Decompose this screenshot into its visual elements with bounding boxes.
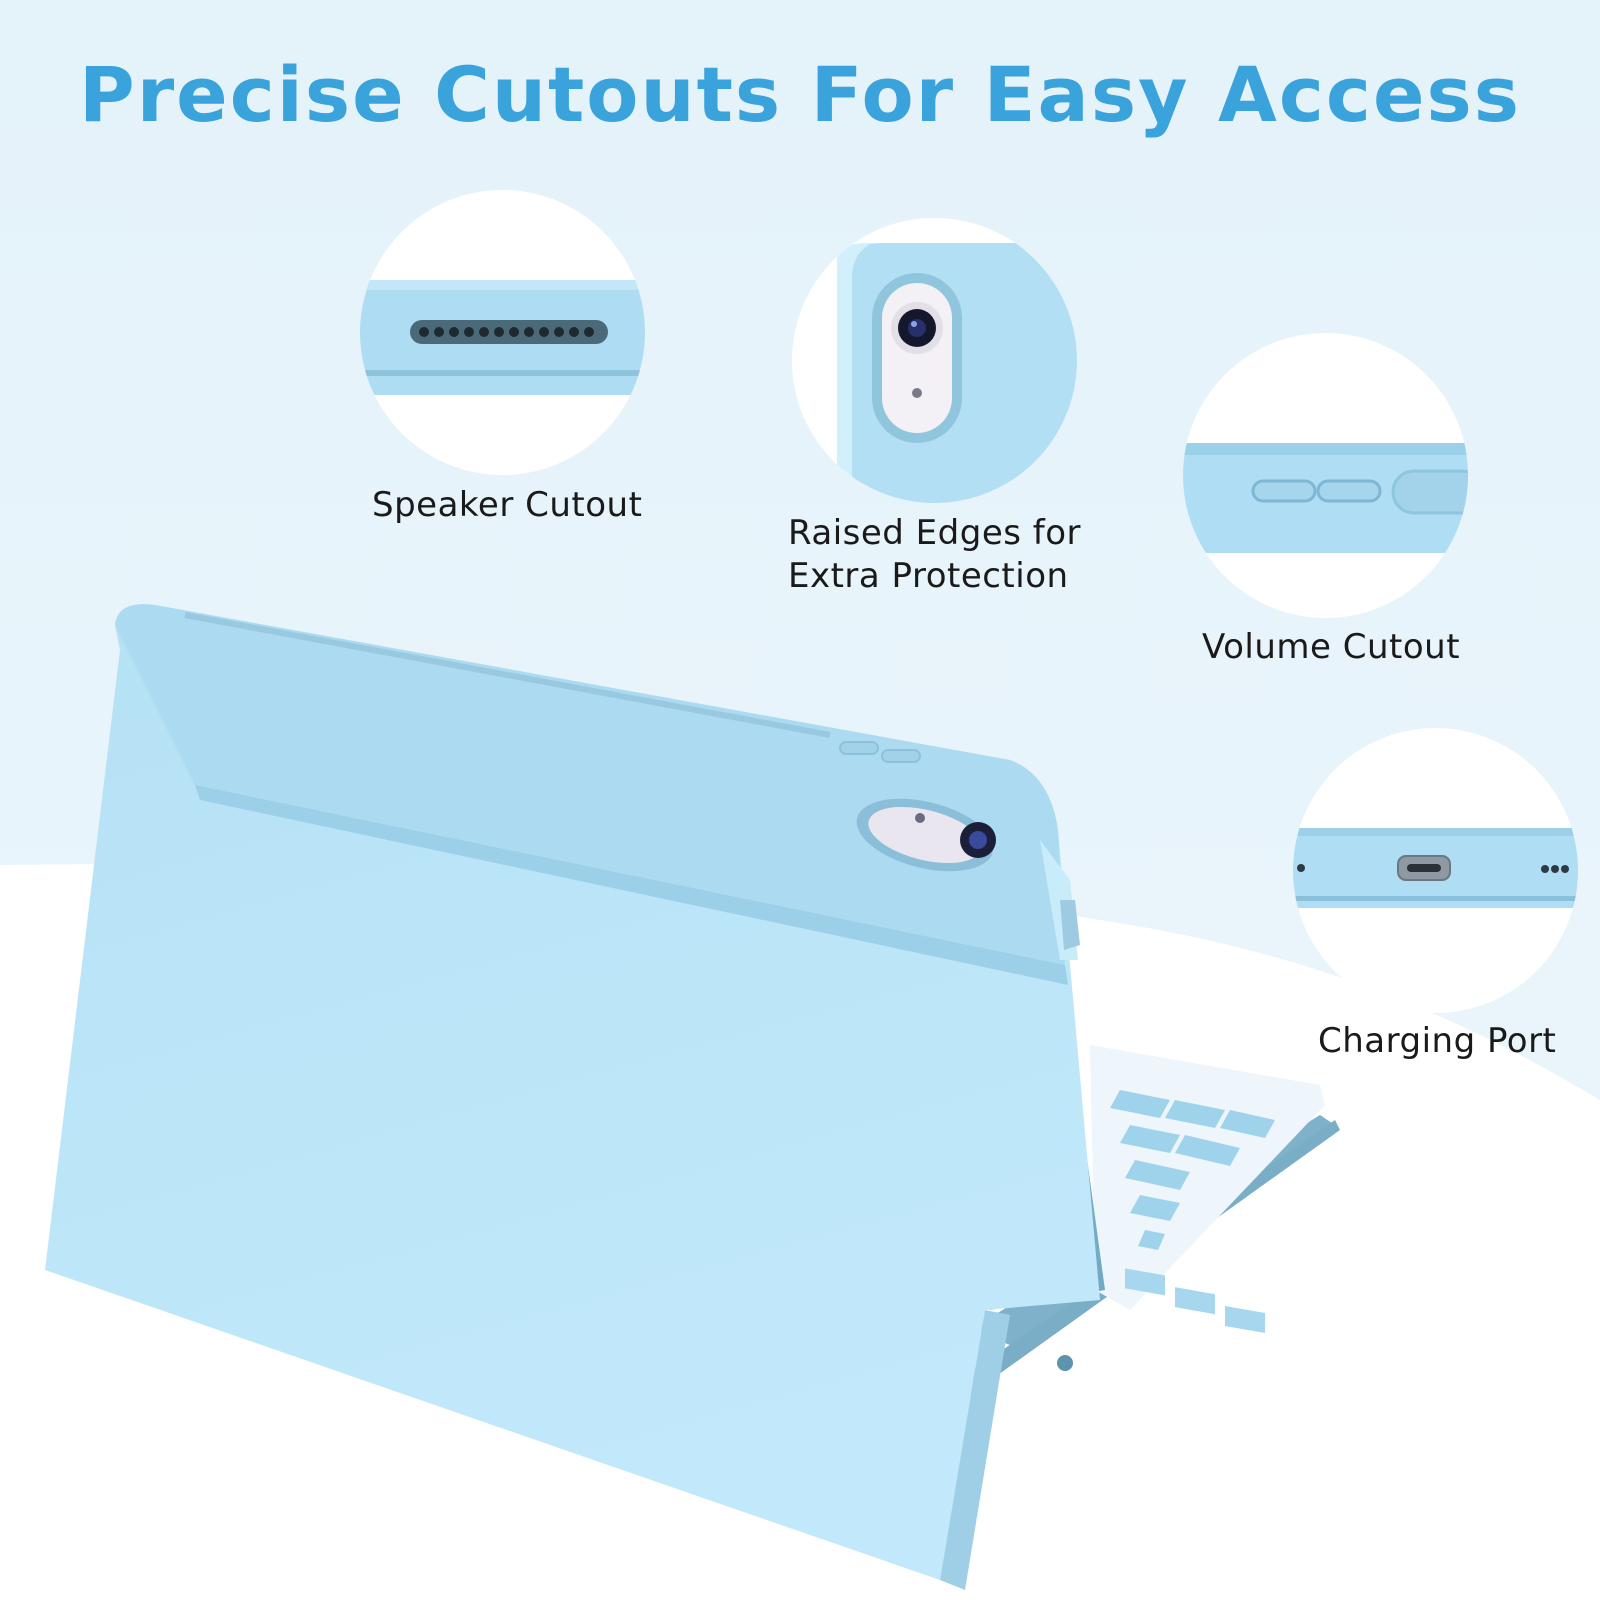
charging-port-callout	[1293, 728, 1578, 1013]
speaker-cutout-callout	[360, 190, 645, 475]
charging-port-label: Charging Port	[1318, 1021, 1557, 1061]
camera-bump-icon	[792, 218, 1077, 503]
volume-buttons-icon	[1183, 443, 1468, 553]
raised-edges-label-line2: Extra Protection	[788, 556, 1069, 596]
camera-cutout	[856, 798, 996, 872]
speaker-grille-icon	[360, 280, 645, 395]
raised-edges-label: Raised Edges for Extra Protection	[788, 512, 1081, 598]
usb-c-port-icon	[1293, 828, 1578, 908]
volume-cutout-label: Volume Cutout	[1202, 627, 1461, 667]
keyboard	[1090, 1045, 1325, 1334]
speaker-cutout-label: Speaker Cutout	[372, 485, 643, 525]
page-title: Precise Cutouts For Easy Access	[79, 50, 1521, 139]
raised-edges-callout	[792, 218, 1077, 503]
volume-cutout-callout	[1183, 333, 1468, 618]
raised-edges-label-line1: Raised Edges for	[788, 513, 1082, 553]
